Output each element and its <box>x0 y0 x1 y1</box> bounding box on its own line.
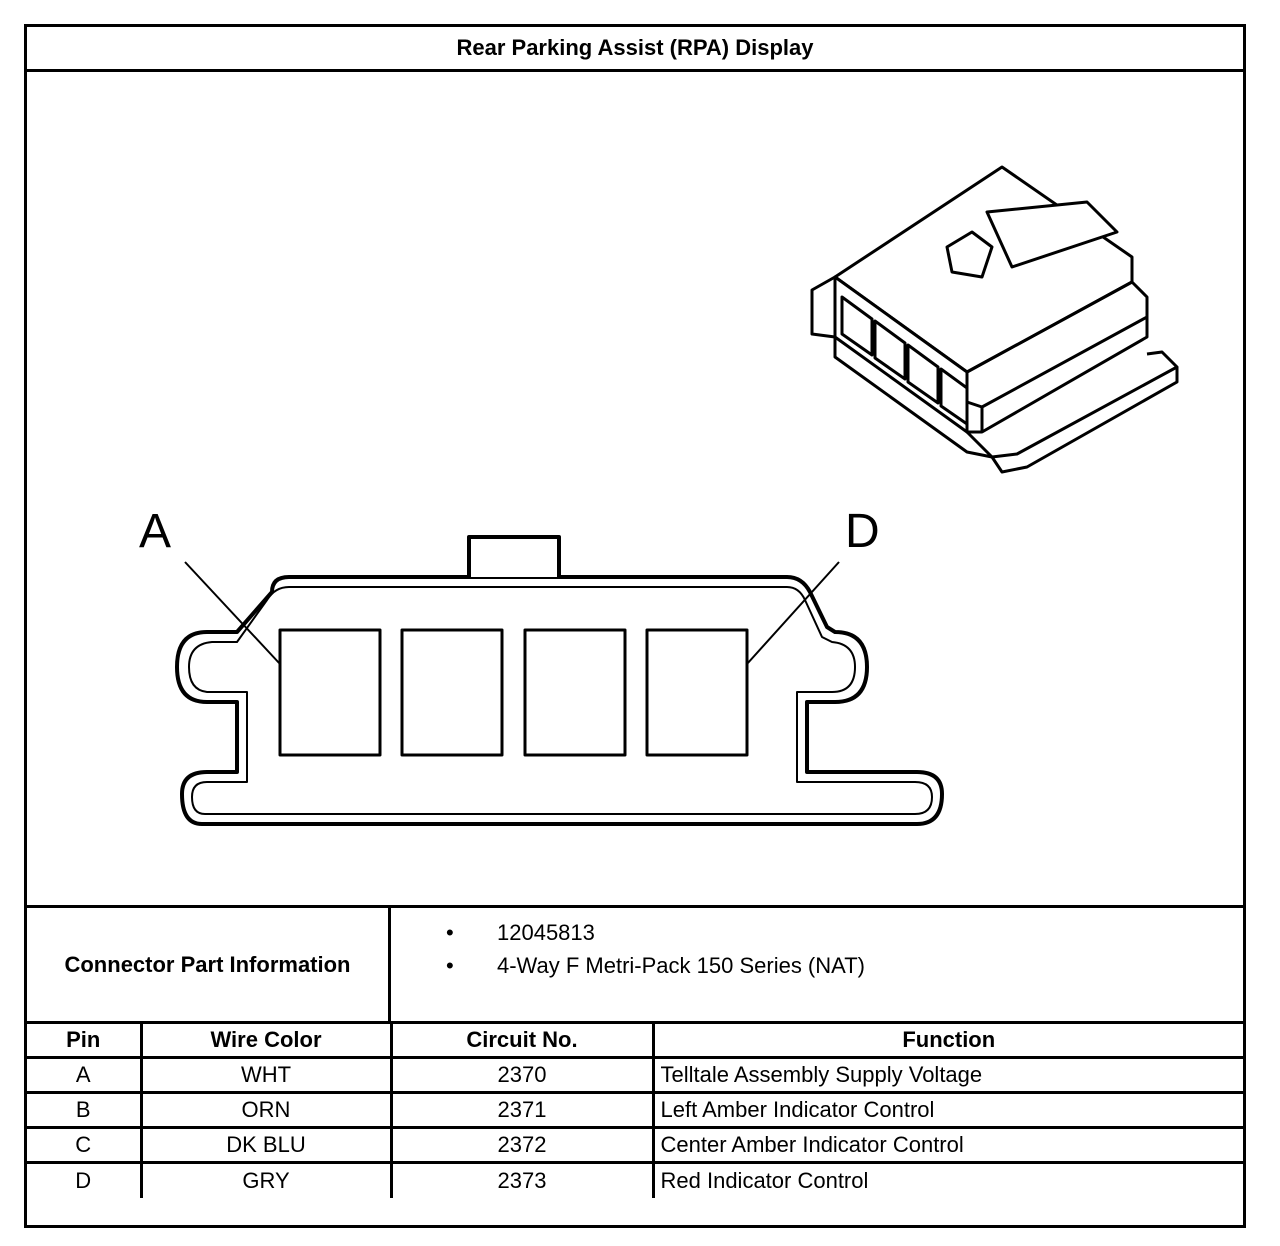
bullet-icon: • <box>446 953 454 978</box>
page-title: Rear Parking Assist (RPA) Display <box>27 27 1243 72</box>
wire-color-cell: WHT <box>139 1056 393 1094</box>
part-info-list: • 12045813 • 4-Way F Metri-Pack 150 Seri… <box>391 908 1243 1029</box>
bullet-icon: • <box>446 920 454 945</box>
circuit-cell: 2373 <box>389 1161 655 1198</box>
pin-cell: B <box>27 1091 143 1129</box>
wire-color-cell: GRY <box>139 1161 393 1198</box>
header-circuit-no: Circuit No. <box>389 1021 655 1059</box>
pin-table: Pin Wire Color Circuit No. Function A WH… <box>27 1021 1243 1198</box>
circuit-cell: 2372 <box>389 1126 655 1164</box>
table-row: D GRY 2373 Red Indicator Control <box>27 1161 1243 1198</box>
circuit-cell: 2370 <box>389 1056 655 1094</box>
pin-label-a: A <box>139 505 172 558</box>
connector-diagram-svg <box>175 165 1179 826</box>
header-pin: Pin <box>27 1021 143 1059</box>
list-item: • 12045813 <box>391 916 1243 949</box>
header-function: Function <box>651 1021 1243 1059</box>
function-cell: Red Indicator Control <box>651 1161 1243 1198</box>
connector-face-outline-icon <box>175 535 944 826</box>
connector-part-information: Connector Part Information • 12045813 • … <box>27 905 1243 1021</box>
connector-info-sheet: Rear Parking Assist (RPA) Display <box>24 24 1246 1228</box>
function-cell: Telltale Assembly Supply Voltage <box>651 1056 1243 1094</box>
wire-color-cell: DK BLU <box>139 1126 393 1164</box>
header-wire-color: Wire Color <box>139 1021 393 1059</box>
pin-cell: A <box>27 1056 143 1094</box>
table-row: A WHT 2370 Telltale Assembly Supply Volt… <box>27 1056 1243 1094</box>
function-cell: Left Amber Indicator Control <box>651 1091 1243 1129</box>
table-header-row: Pin Wire Color Circuit No. Function <box>27 1021 1243 1059</box>
list-item: • 4-Way F Metri-Pack 150 Series (NAT) <box>391 949 1243 982</box>
connector-isometric-view-icon <box>810 165 1179 474</box>
connector-description: 4-Way F Metri-Pack 150 Series (NAT) <box>497 953 865 978</box>
pin-cell: C <box>27 1126 143 1164</box>
table-row: B ORN 2371 Left Amber Indicator Control <box>27 1091 1243 1129</box>
wire-color-cell: ORN <box>139 1091 393 1129</box>
part-info-label: Connector Part Information <box>27 908 391 1021</box>
part-number: 12045813 <box>497 920 595 945</box>
circuit-cell: 2371 <box>389 1091 655 1129</box>
pin-cell: D <box>27 1161 143 1198</box>
connector-diagram: A D <box>27 72 1243 905</box>
pin-label-d: D <box>845 505 880 558</box>
table-row: C DK BLU 2372 Center Amber Indicator Con… <box>27 1126 1243 1164</box>
function-cell: Center Amber Indicator Control <box>651 1126 1243 1164</box>
